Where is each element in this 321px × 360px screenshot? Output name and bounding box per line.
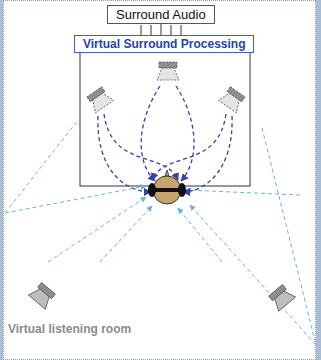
speakers — [28, 62, 295, 311]
virtual-speaker — [218, 85, 246, 112]
reflection-rays — [5, 120, 316, 345]
speaker — [28, 281, 56, 309]
box-text: Virtual Surround Processing — [83, 37, 245, 51]
virtual-speaker — [85, 85, 113, 112]
processing-box: Virtual Surround Processing — [74, 35, 254, 53]
box-text: Surround Audio — [116, 7, 206, 22]
virtual-room — [80, 50, 250, 186]
source-box: Surround Audio — [107, 5, 215, 24]
listener-head — [148, 170, 186, 204]
room-caption: Virtual listening room — [8, 322, 131, 336]
virtual-speaker — [157, 62, 179, 80]
comb-lines — [141, 25, 181, 35]
speaker — [267, 283, 295, 311]
signal-connector — [161, 24, 162, 35]
